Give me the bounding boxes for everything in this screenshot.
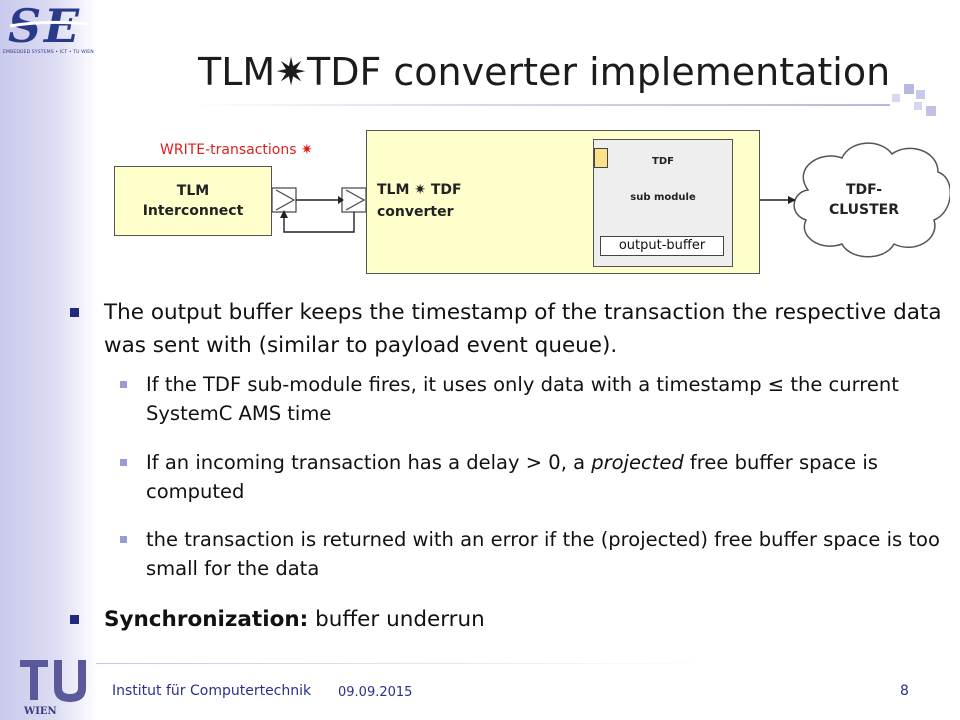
- tlm-interconnect-label: TLM Interconnect: [142, 183, 244, 219]
- footer-date: 09.09.2015: [338, 685, 413, 700]
- tdf-submodule-box: TDF sub module output-buffer: [593, 139, 733, 267]
- cloud-shape: [793, 142, 950, 258]
- tu-wien-caption: WIEN: [23, 706, 57, 716]
- page-title: TLM✷TDF converter implementation: [198, 50, 891, 94]
- converter-diagram: WRITE-transactions ✷ TLM Interconnect TL…: [108, 128, 950, 280]
- es-logo-caption: EMBEDDED SYSTEMS • ICT • TU WIEN: [3, 50, 94, 55]
- sub-bullet-error: the transaction is returned with an erro…: [118, 525, 946, 583]
- slide-body: The output buffer keeps the timestamp of…: [66, 296, 946, 636]
- sub-bullet-delay: If an incoming transaction has a delay >…: [118, 448, 946, 506]
- bullet-synchronization: Synchronization: buffer underrun: [66, 603, 946, 636]
- page-number: 8: [900, 683, 909, 699]
- tdf-label: TDF: [652, 156, 674, 167]
- tlm-tdf-converter-box: TLM ✷ TDF converter TDF sub module outpu…: [366, 130, 760, 274]
- tlm-interconnect-box: TLM Interconnect: [114, 166, 272, 236]
- write-transactions-label: WRITE-transactions ✷: [160, 142, 313, 158]
- tdf-input-port: [594, 148, 608, 168]
- sidebar-band: [0, 0, 98, 720]
- bullet-output-buffer: The output buffer keeps the timestamp of…: [66, 296, 946, 362]
- tdf-sub-label: sub module: [630, 192, 696, 203]
- converter-label: TLM ✷ TDF converter: [377, 182, 462, 220]
- tlm-port: [271, 187, 297, 213]
- sub-bullet-square-icon: [120, 381, 127, 388]
- tdf-cluster-label: TDF- CLUSTER: [828, 182, 900, 218]
- sub-bullet-fires: If the TDF sub-module fires, it uses onl…: [118, 370, 946, 428]
- tu-wien-logo-icon: WIEN: [20, 660, 86, 716]
- sub-bullet-square-icon: [120, 458, 127, 466]
- output-buffer: output-buffer: [600, 236, 724, 256]
- bullet-square-icon: [70, 308, 79, 317]
- converter-port: [341, 187, 367, 213]
- es-logo-icon: S E: [8, 2, 89, 48]
- bullet-square-icon: [70, 614, 79, 624]
- sub-bullet-square-icon: [120, 536, 127, 543]
- decorative-squares-icon: [892, 84, 936, 116]
- diagram-connectors: [271, 142, 950, 258]
- title-underline: [190, 104, 890, 106]
- svg-text:E: E: [42, 2, 80, 48]
- footer-institute: Institut für Computertechnik: [112, 683, 312, 699]
- footer-divider: [96, 663, 716, 664]
